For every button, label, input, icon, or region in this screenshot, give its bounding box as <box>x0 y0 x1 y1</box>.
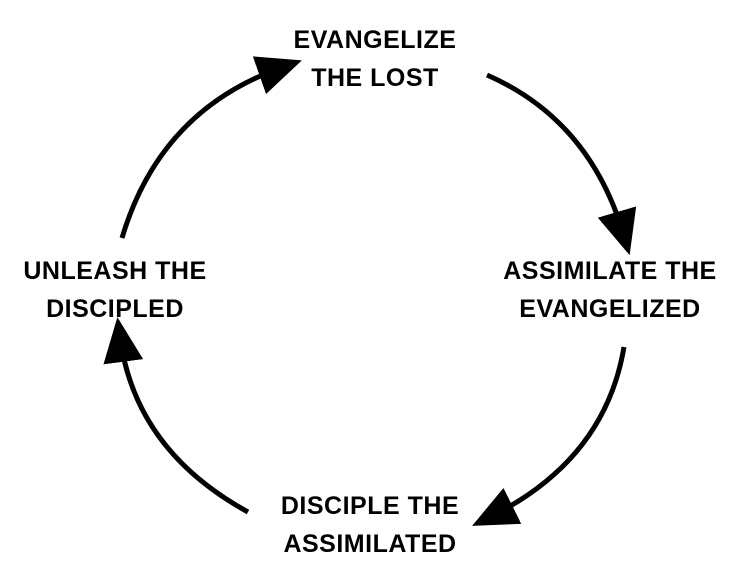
arrow-right-to-bottom <box>472 346 627 526</box>
stage-evangelize-the-lost: EVANGELIZE THE LOST <box>255 21 495 97</box>
stage-label-line: UNLEASH THE <box>23 257 207 285</box>
stage-label-line: EVANGELIZE <box>293 26 457 54</box>
arrow-left-to-top <box>119 56 302 239</box>
stage-label-line: ASSIMILATED <box>283 530 457 558</box>
stage-label-line: ASSIMILATE THE <box>503 257 717 285</box>
arrow-top-to-right <box>485 72 637 256</box>
stage-label-line: THE LOST <box>311 64 439 92</box>
stage-label-line: DISCIPLED <box>46 295 184 323</box>
stage-unleash-the-discipled: UNLEASH THE DISCIPLED <box>0 252 230 328</box>
stage-label-line: DISCIPLE THE <box>280 492 460 520</box>
stage-disciple-the-assimilated: DISCIPLE THE ASSIMILATED <box>240 487 500 563</box>
stage-assimilate-the-evangelized: ASSIMILATE THE EVANGELIZED <box>480 252 740 328</box>
stage-label-line: EVANGELIZED <box>519 295 701 323</box>
arrow-bottom-to-left <box>103 317 250 515</box>
